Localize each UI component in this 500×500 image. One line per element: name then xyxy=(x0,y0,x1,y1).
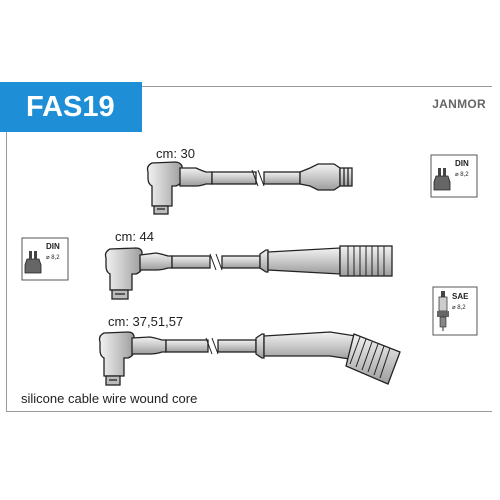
cable-3-length-label: cm: 37,51,57 xyxy=(108,314,184,329)
sae-spark-plug-icon: SAE ⌀ 8,2 xyxy=(432,286,478,336)
din-size-top: ⌀ 8,2 xyxy=(455,172,469,178)
sae-size: ⌀ 8,2 xyxy=(452,305,466,311)
sae-label: SAE xyxy=(452,292,469,301)
cable-1 xyxy=(146,161,353,215)
product-code-badge: FAS19 xyxy=(0,82,142,132)
din-distributor-icon-top: DIN ⌀ 8,2 xyxy=(430,154,478,198)
brand-name: JANMOR xyxy=(432,97,486,111)
cable-3 xyxy=(98,331,401,386)
cable-2 xyxy=(104,245,393,300)
cable-2-length-label: cm: 44 xyxy=(115,229,155,244)
din-label-left: DIN xyxy=(46,242,60,251)
catalog-frame xyxy=(6,86,492,412)
cable-description: silicone cable wire wound core xyxy=(21,391,198,406)
din-distributor-icon-left: DIN ⌀ 8,2 xyxy=(21,237,69,281)
din-size-left: ⌀ 8,2 xyxy=(46,255,60,261)
din-label-top: DIN xyxy=(455,159,469,168)
cable-1-length-label: cm: 30 xyxy=(156,146,196,161)
